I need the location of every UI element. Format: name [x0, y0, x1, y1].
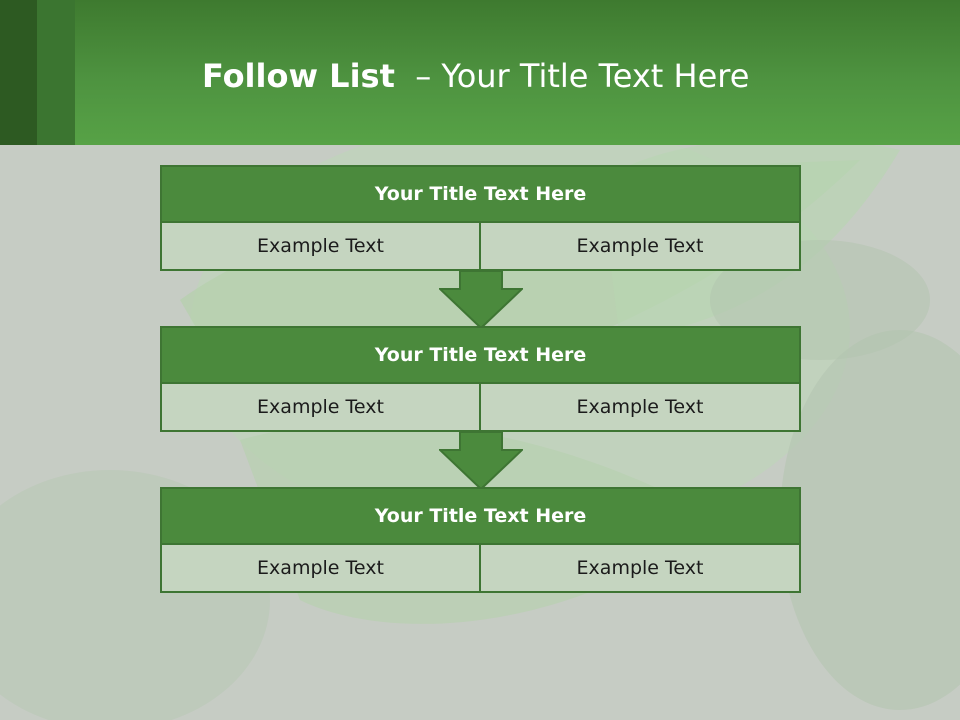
- step-cell-left: Example Text: [160, 382, 481, 432]
- slide-title-subtext: – Your Title Text Here: [394, 57, 750, 95]
- step-title: Your Title Text Here: [160, 165, 801, 223]
- step-title: Your Title Text Here: [160, 326, 801, 384]
- step-cell-left: Example Text: [160, 221, 481, 271]
- step-title: Your Title Text Here: [160, 487, 801, 545]
- step-cell-left: Example Text: [160, 543, 481, 593]
- header-accent-bar-dark: [0, 0, 37, 145]
- step-cell-right: Example Text: [479, 543, 801, 593]
- header-band: Follow List – Your Title Text Here: [0, 0, 960, 145]
- step-block-1: Your Title Text Here Example Text Exampl…: [160, 165, 801, 271]
- slide-title-bold: Follow List: [202, 57, 395, 95]
- header-accent-bar: [37, 0, 75, 145]
- down-arrow-icon: [439, 271, 523, 329]
- slide-title: Follow List – Your Title Text Here: [202, 54, 749, 98]
- down-arrow-icon: [439, 432, 523, 490]
- step-block-2: Your Title Text Here Example Text Exampl…: [160, 326, 801, 432]
- step-cell-right: Example Text: [479, 382, 801, 432]
- step-block-3: Your Title Text Here Example Text Exampl…: [160, 487, 801, 593]
- step-cell-right: Example Text: [479, 221, 801, 271]
